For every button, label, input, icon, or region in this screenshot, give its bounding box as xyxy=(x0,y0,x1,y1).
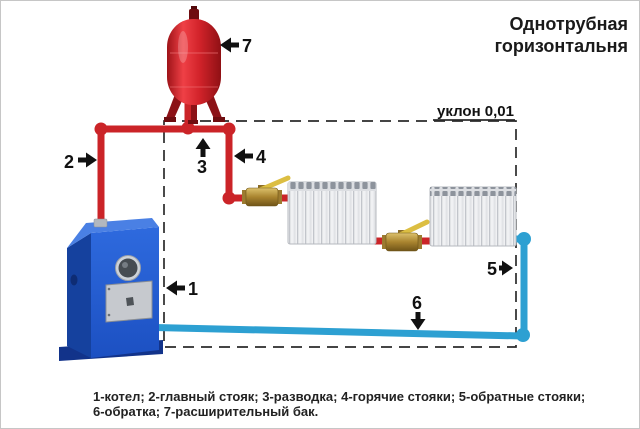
dashed-boundary xyxy=(163,119,517,348)
callout-6: 6 xyxy=(410,293,426,330)
pipe-junction xyxy=(222,122,236,136)
valve-2 xyxy=(382,219,430,252)
return-pipe-junctions xyxy=(516,232,531,342)
legend: 1-котел; 2-главный стояк; 3-разводка; 4-… xyxy=(93,389,585,419)
legend-line-1: 1-котел; 2-главный стояк; 3-разводка; 4-… xyxy=(93,389,585,404)
callout-number: 3 xyxy=(197,157,207,177)
radiator-1 xyxy=(287,181,377,245)
slope-label: уклон 0,01 xyxy=(437,103,514,120)
boiler xyxy=(59,218,163,361)
return-pipe xyxy=(154,235,528,340)
legend-line-2: 6-обратка; 7-расширительный бак. xyxy=(93,404,318,419)
callout-number: 5 xyxy=(487,259,497,279)
pipe-junction xyxy=(94,122,108,136)
left-arrow-icon xyxy=(220,37,239,53)
boiler-side xyxy=(67,233,91,358)
callout-7: 7 xyxy=(220,36,252,56)
callout-5: 5 xyxy=(487,259,513,279)
panel-handle xyxy=(126,297,134,306)
tank-body xyxy=(167,19,221,105)
callout-number: 6 xyxy=(412,293,422,313)
callout-number: 7 xyxy=(242,36,252,56)
left-arrow-icon xyxy=(166,280,185,296)
valve-1 xyxy=(242,175,291,207)
pipe-junction xyxy=(517,232,531,246)
callout-number: 4 xyxy=(256,147,266,167)
expansion-tank xyxy=(164,6,225,124)
callout-3: 3 xyxy=(195,138,211,177)
up-arrow-icon xyxy=(195,138,211,157)
boiler-top xyxy=(67,218,159,248)
down-arrow-icon xyxy=(410,312,426,330)
callout-1: 1 xyxy=(166,279,198,299)
pipe-junction xyxy=(516,328,530,342)
callout-2: 2 xyxy=(64,152,97,172)
title-line-2: горизонтальня xyxy=(495,36,628,56)
right-arrow-icon xyxy=(499,260,513,276)
callout-4: 4 xyxy=(234,147,266,167)
pipe-junction xyxy=(222,191,236,205)
callout-number: 2 xyxy=(64,152,74,172)
right-arrow-icon xyxy=(78,152,97,168)
title-line-1: Однотрубная xyxy=(510,14,629,34)
callout-number: 1 xyxy=(188,279,198,299)
boiler-pipe-fitting xyxy=(93,218,108,228)
pipe-junction xyxy=(181,121,195,135)
title: Однотрубная горизонтальня xyxy=(495,14,628,56)
radiator-2 xyxy=(429,186,517,247)
left-arrow-icon xyxy=(234,148,253,164)
